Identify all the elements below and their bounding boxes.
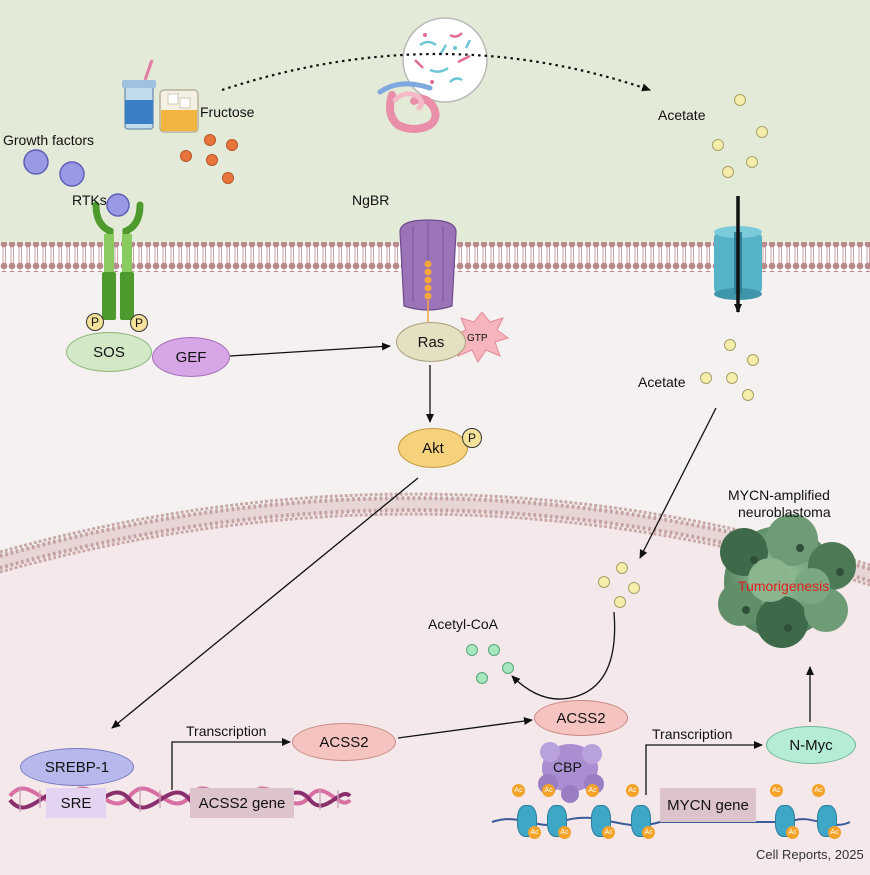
acss2-gene-box: ACSS2 gene: [190, 788, 294, 818]
mycn-amplified-label: MYCN-amplified: [728, 487, 830, 503]
transcription-right-label: Transcription: [652, 726, 733, 742]
acetyl-mark: Ac: [786, 826, 799, 839]
transcription-right-arrow: [645, 741, 763, 795]
acss2-cytoplasmic-node: ACSS2: [292, 723, 396, 761]
drinks-icon: [122, 59, 199, 133]
acss2-to-acetyl-coa-arrow: [511, 611, 616, 700]
acetyl-mark: Ac: [828, 826, 841, 839]
transcription-left-arrow: [171, 738, 291, 790]
acetyl-mark: Ac: [512, 784, 525, 797]
tumor-icon: [718, 514, 856, 648]
acss2-nuclear-node: ACSS2: [534, 700, 628, 736]
phospho-badge-2: P: [130, 314, 148, 332]
ngbr-receptor-icon: [399, 219, 457, 322]
growth-factors-label: Growth factors: [3, 132, 95, 148]
acetate-molecules-nuclear: [598, 562, 640, 608]
growth-factor: [23, 149, 49, 175]
tumorigenesis-label: Tumorigenesis: [738, 578, 830, 594]
citation-label: Cell Reports, 2025: [756, 847, 864, 862]
fructose-label: Fructose: [200, 104, 255, 120]
transcription-left-label: Transcription: [186, 723, 267, 739]
acss2-translocation-arrow: [397, 717, 533, 739]
phospho-badge-1: P: [86, 313, 104, 331]
growth-factor: [106, 193, 130, 217]
gut-microbiome-icon: [402, 17, 488, 103]
gtp-label: GTP: [467, 333, 488, 344]
gtp-starburst: [450, 311, 510, 363]
gef-to-ras-arrow: [229, 342, 391, 357]
ras-node: Ras: [396, 322, 466, 362]
akt-node: Akt: [398, 428, 468, 468]
acetyl-mark: Ac: [626, 784, 639, 797]
neuroblastoma-label: neuroblastoma: [738, 504, 831, 520]
acetyl-coa-label: Acetyl-CoA: [428, 616, 499, 632]
ngbr-label: NgBR: [352, 192, 390, 208]
acetate-molecules-extracellular: [712, 94, 768, 178]
akt-phospho-badge: P: [462, 428, 482, 448]
acetyl-mark: Ac: [558, 826, 571, 839]
akt-to-srebp1-arrow: [111, 477, 419, 729]
rtks-label: RTKs: [72, 192, 107, 208]
sos-node: SOS: [66, 332, 152, 372]
acetyl-coa-molecules: [466, 644, 514, 684]
srebp1-node: SREBP-1: [20, 748, 134, 786]
sre-box: SRE: [46, 788, 106, 818]
mycn-gene-box: MYCN gene: [660, 788, 756, 822]
rtk-receptor-icon: [92, 201, 144, 320]
acetyl-mark: Ac: [586, 784, 599, 797]
fructose-molecules: [180, 134, 238, 184]
intestine-icon: [377, 81, 440, 133]
cbp-label: CBP: [553, 759, 582, 775]
acetate-to-nucleus-arrow: [639, 407, 717, 559]
acetyl-mark: Ac: [602, 826, 615, 839]
acetyl-mark: Ac: [542, 784, 555, 797]
acetate-label-intracellular: Acetate: [638, 374, 686, 390]
acetyl-mark: Ac: [642, 826, 655, 839]
n-myc-node: N-Myc: [766, 726, 856, 764]
nucleus: [0, 504, 870, 875]
acetyl-mark: Ac: [770, 784, 783, 797]
acetyl-mark: Ac: [528, 826, 541, 839]
cbp-icon: [538, 742, 604, 803]
acetyl-mark: Ac: [812, 784, 825, 797]
gef-node: GEF: [152, 337, 230, 377]
acetate-label-extracellular: Acetate: [658, 107, 706, 123]
acetate-molecules-intracellular: [700, 339, 759, 401]
growth-factor: [59, 161, 85, 187]
